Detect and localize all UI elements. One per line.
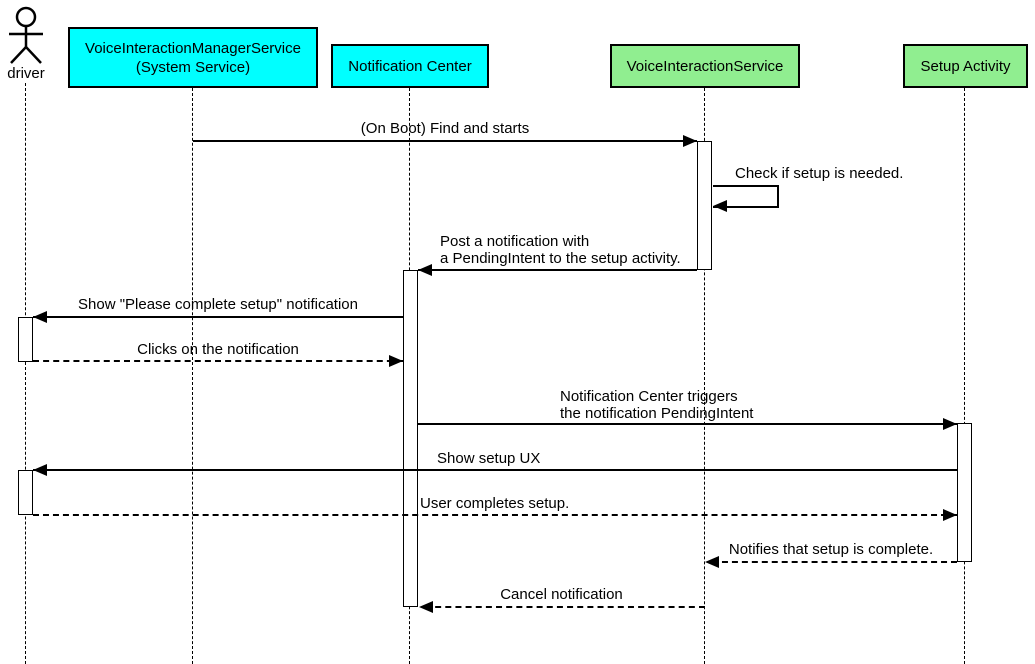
message-6-label: Notification Center triggers the notific… <box>560 388 754 422</box>
message-9-line <box>712 561 957 563</box>
message-1-label: (On Boot) Find and starts <box>360 120 530 137</box>
participant-setup-activity: Setup Activity <box>903 44 1028 88</box>
message-7-arrowhead <box>33 464 47 476</box>
message-6-line <box>418 423 957 425</box>
message-5-label: Clicks on the notification <box>137 341 299 358</box>
message-10-label: Cancel notification <box>500 586 623 603</box>
activation-setup-activity <box>957 423 972 562</box>
participant-notification-center: Notification Center <box>331 44 489 88</box>
message-8-arrowhead <box>943 509 957 521</box>
message-4-line <box>33 316 403 318</box>
message-3-arrowhead <box>418 264 432 276</box>
message-7-label: Show setup UX <box>437 450 541 467</box>
activation-voice-interaction-service <box>697 141 712 270</box>
message-8-line <box>33 514 957 516</box>
message-9-label: Notifies that setup is complete. <box>728 541 934 558</box>
activation-notification-center <box>403 270 418 607</box>
message-2-label: Check if setup is needed. <box>735 165 904 182</box>
actor-driver-icon <box>9 6 43 64</box>
lifeline-driver <box>25 83 26 664</box>
message-1-line <box>193 140 697 142</box>
message-8-label: User completes setup. <box>420 495 570 512</box>
activation-driver-1 <box>18 317 33 362</box>
lifeline-voice-interaction-manager-service <box>192 88 193 664</box>
message-10-arrowhead <box>419 601 433 613</box>
activation-driver-2 <box>18 470 33 515</box>
lifeline-setup-activity <box>964 88 965 664</box>
message-10-line <box>425 606 705 608</box>
participant-voice-interaction-manager-service: VoiceInteractionManagerService (System S… <box>68 27 318 88</box>
message-7-line <box>33 469 957 471</box>
message-9-arrowhead <box>705 556 719 568</box>
actor-driver-label: driver <box>7 65 45 82</box>
participant-voice-interaction-service: VoiceInteractionService <box>610 44 800 88</box>
message-4-label: Show "Please complete setup" notificatio… <box>78 296 358 313</box>
message-2-arrowhead <box>713 200 727 212</box>
message-1-arrowhead <box>683 135 697 147</box>
message-2-self-loop <box>713 185 779 208</box>
message-5-arrowhead <box>389 355 403 367</box>
message-3-line <box>418 269 697 271</box>
message-3-label: Post a notification with a PendingIntent… <box>440 233 681 267</box>
lifeline-voice-interaction-service <box>704 88 705 664</box>
message-5-line <box>33 360 403 362</box>
message-4-arrowhead <box>33 311 47 323</box>
message-6-arrowhead <box>943 418 957 430</box>
